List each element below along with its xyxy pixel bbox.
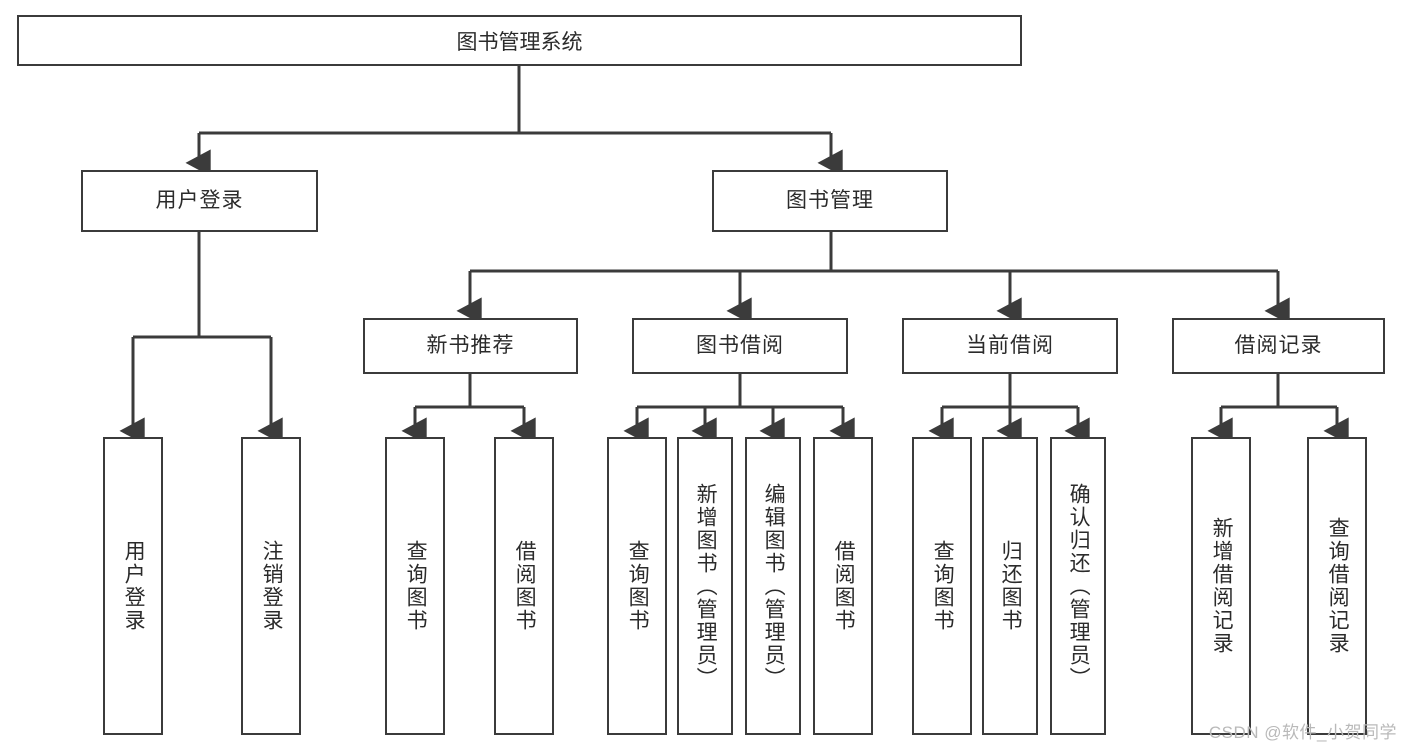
leaf-current-return-book[interactable]: 归还图书 <box>982 437 1038 735</box>
node-label: 新增借阅记录 <box>1210 517 1234 655</box>
leaf-borrow-add-book-admin[interactable]: 新增图书（管理员） <box>677 437 733 735</box>
node-label: 图书管理 <box>786 189 874 213</box>
node-label: 确认归还（管理员） <box>1067 482 1091 690</box>
node-label: 注销登录 <box>260 540 284 632</box>
node-label: 新增图书（管理员） <box>694 482 718 690</box>
leaf-borrow-edit-book-admin[interactable]: 编辑图书（管理员） <box>745 437 801 735</box>
node-label: 查询图书 <box>626 540 650 632</box>
node-label: 当前借阅 <box>966 334 1054 358</box>
node-current-borrow[interactable]: 当前借阅 <box>902 318 1118 374</box>
node-label: 新书推荐 <box>426 334 515 358</box>
node-label: 归还图书 <box>999 540 1023 632</box>
node-user-login[interactable]: 用户登录 <box>81 170 318 232</box>
node-label: 用户登录 <box>122 540 146 632</box>
node-label: 查询借阅记录 <box>1326 517 1350 655</box>
leaf-records-query-record[interactable]: 查询借阅记录 <box>1307 437 1367 735</box>
node-label: 图书管理系统 <box>456 30 583 54</box>
node-label: 查询图书 <box>931 540 955 632</box>
node-label: 借阅记录 <box>1234 334 1323 358</box>
leaf-recommend-query-book[interactable]: 查询图书 <box>385 437 445 735</box>
node-book-management[interactable]: 图书管理 <box>712 170 948 232</box>
node-label: 用户登录 <box>155 189 244 213</box>
leaf-records-add-record[interactable]: 新增借阅记录 <box>1191 437 1251 735</box>
node-label: 借阅图书 <box>513 540 537 632</box>
watermark-text: CSDN @软件_小贺同学 <box>1208 723 1397 742</box>
leaf-current-confirm-return-admin[interactable]: 确认归还（管理员） <box>1050 437 1106 735</box>
node-label: 图书借阅 <box>696 334 784 358</box>
leaf-logout[interactable]: 注销登录 <box>241 437 301 735</box>
node-book-borrow[interactable]: 图书借阅 <box>632 318 848 374</box>
node-label: 编辑图书（管理员） <box>762 482 786 690</box>
node-label: 借阅图书 <box>832 540 856 632</box>
node-new-book-recommend[interactable]: 新书推荐 <box>363 318 578 374</box>
node-root-system[interactable]: 图书管理系统 <box>17 15 1022 66</box>
node-label: 查询图书 <box>404 540 428 632</box>
node-borrow-records[interactable]: 借阅记录 <box>1172 318 1385 374</box>
leaf-recommend-borrow-book[interactable]: 借阅图书 <box>494 437 554 735</box>
leaf-user-login[interactable]: 用户登录 <box>103 437 163 735</box>
leaf-current-query-book[interactable]: 查询图书 <box>912 437 972 735</box>
leaf-borrow-query-book[interactable]: 查询图书 <box>607 437 667 735</box>
leaf-borrow-borrow-book[interactable]: 借阅图书 <box>813 437 873 735</box>
